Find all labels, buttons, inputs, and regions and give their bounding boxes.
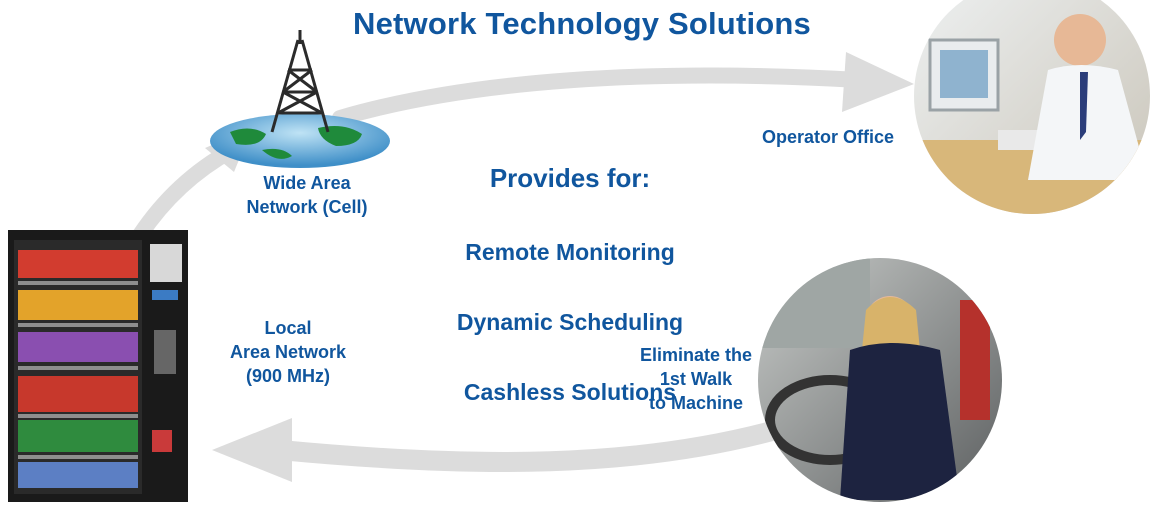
upper-arrowhead — [842, 52, 914, 112]
operator-office-photo — [914, 0, 1150, 214]
diagram-title: Network Technology Solutions — [353, 6, 811, 41]
lower-arrow — [270, 416, 800, 472]
cell-tower-icon — [210, 30, 390, 168]
provides-heading: Provides for: — [489, 163, 651, 193]
provides-item: Dynamic Scheduling — [456, 309, 684, 335]
lan-label: Local Area Network (900 MHz) — [229, 318, 347, 386]
operator-label: Operator Office — [761, 127, 895, 147]
provides-item: Remote Monitoring — [465, 239, 675, 265]
driver-photo — [758, 258, 1002, 502]
driver-label: Eliminate the 1st Walk to Machine — [639, 345, 753, 413]
lower-arrowhead — [212, 418, 292, 482]
vending-machine-image — [8, 230, 188, 502]
provides-list: Remote Monitoring Dynamic Scheduling Cas… — [420, 200, 720, 445]
wan-label: Wide Area Network (Cell) — [246, 173, 368, 217]
provides-item: Cashless Solutions — [463, 379, 677, 405]
